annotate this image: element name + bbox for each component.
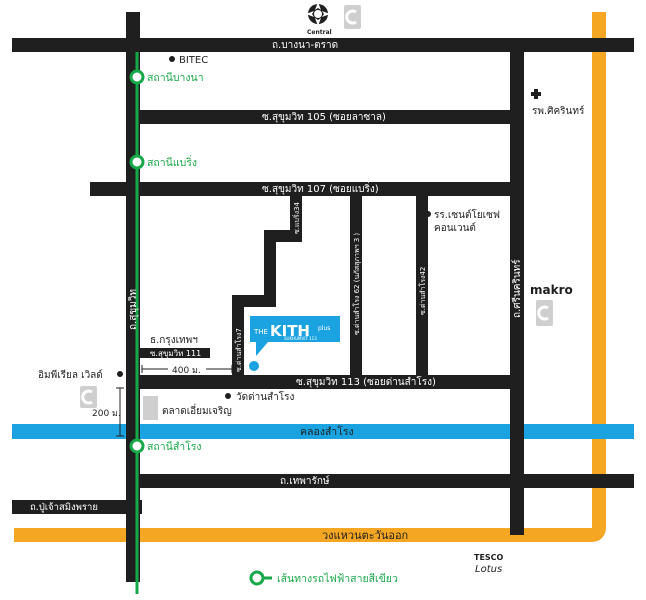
road-soi-dansamrong62	[350, 196, 362, 375]
label-sukhumvit113: ซ.สุขุมวิท 113 (ซอยด่านสำโรง)	[296, 375, 436, 388]
road-soi-dansamrong42	[416, 196, 428, 375]
station-bangna-marker	[129, 69, 145, 85]
label-station-bearing: สถานีแบริ่ง	[147, 155, 197, 169]
store-icon-imperial	[80, 386, 97, 408]
distance-200-marker	[116, 387, 124, 437]
label-tesco: TESCO	[474, 553, 504, 562]
road-bangna-trat	[12, 38, 634, 52]
school-marker	[425, 211, 431, 217]
canal-samrong	[12, 424, 634, 439]
label-lotus: Lotus	[475, 564, 502, 575]
label-makro: makro	[530, 283, 573, 297]
hospital-icon	[531, 89, 541, 99]
label-sukhumvit107: ซ.สุขุมวิท 107 (ซอยแบริ่ง)	[262, 181, 379, 195]
project-name-suffix: plus	[318, 325, 330, 332]
label-pu-chao: ถ.ปู่เจ้าสมิงพราย	[30, 502, 98, 513]
label-400m: 400 ม.	[172, 366, 201, 376]
label-central: Central	[307, 29, 332, 36]
ring-road	[14, 12, 606, 542]
road-baering34-vertical	[264, 230, 276, 305]
label-sukhumvit111: ซ.สุขุมวิท 111	[150, 349, 201, 358]
road-srinakarin	[510, 52, 524, 535]
label-market: ตลาดเอี่ยมเจริญ	[162, 403, 232, 417]
station-samrong-marker	[129, 438, 145, 454]
road-sukhumvit107	[90, 182, 514, 196]
central-logo	[306, 2, 330, 26]
road-pu-chao	[12, 500, 142, 514]
label-bangna-trat: ถ.บางนา-ตราด	[272, 40, 338, 51]
road-sukhumvit105	[136, 110, 512, 124]
label-temple: วัดด่านสำโรง	[236, 390, 295, 403]
label-imperial: อิมพีเรียล เวิลด์	[38, 369, 103, 381]
legend-bts-icon	[249, 570, 272, 586]
label-ring-road: วงแหวนตะวันออก	[322, 529, 408, 542]
road-network	[12, 12, 634, 582]
label-srinakarin: ถ.ศรีนครินทร์	[511, 259, 523, 318]
road-soi-sukhumvit111	[140, 348, 210, 358]
label-bitec: BITEC	[179, 55, 208, 66]
imperial-marker	[117, 371, 123, 377]
road-thepharak	[136, 474, 634, 488]
project-sub: SUKHUMVIT 113	[284, 336, 317, 341]
label-soi-dansamrong7: ซ.ด่านสำโรง7	[234, 328, 243, 372]
market-block	[143, 396, 158, 420]
project-name-main: KITH	[270, 322, 310, 340]
label-soi-dansamrong62: ซ.ด่านสำโรง 62 (นภัสสุภาพฯ 3 )	[352, 233, 361, 335]
label-sukhumvit105: ซ.สุขุมวิท 105 (ซอยลาซาล)	[262, 112, 386, 123]
label-bank: ธ.กรุงเทพฯ	[150, 335, 198, 346]
bitec-marker	[169, 56, 175, 62]
project-name-prefix: THE	[253, 328, 268, 336]
legend-bts-label: เส้นทางรถไฟฟ้าสายสีเขียว	[277, 572, 398, 585]
label-thepharak: ถ.เทพารักษ์	[280, 475, 330, 487]
temple-marker	[225, 393, 231, 399]
station-bearing-marker	[129, 154, 145, 170]
label-school-line2: คอนเวนต์	[434, 222, 476, 234]
label-canal: คลองสำโรง	[300, 425, 354, 438]
store-icon-central	[344, 5, 361, 29]
label-200m: 200 ม.	[92, 409, 121, 419]
label-hospital: รพ.ศิครินทร์	[532, 105, 585, 117]
label-soi-dansamrong42: ซ.ด่านสำโรง42	[418, 267, 427, 315]
label-school-line1: รร.เซนต์โยเซฟ	[434, 208, 500, 221]
label-station-samrong: สถานีสำโรง	[147, 440, 202, 453]
label-soi-baering34: ซ.แบริ่ง34	[292, 201, 301, 234]
road-sukhumvit113	[136, 375, 514, 389]
label-sukhumvit-road: ถ.สุขุมวิท	[128, 289, 139, 330]
road-soi-dansamrong7	[232, 295, 244, 375]
store-icon-makro	[536, 300, 553, 326]
label-station-bangna: สถานีบางนา	[147, 71, 204, 84]
project-pin	[249, 316, 340, 371]
